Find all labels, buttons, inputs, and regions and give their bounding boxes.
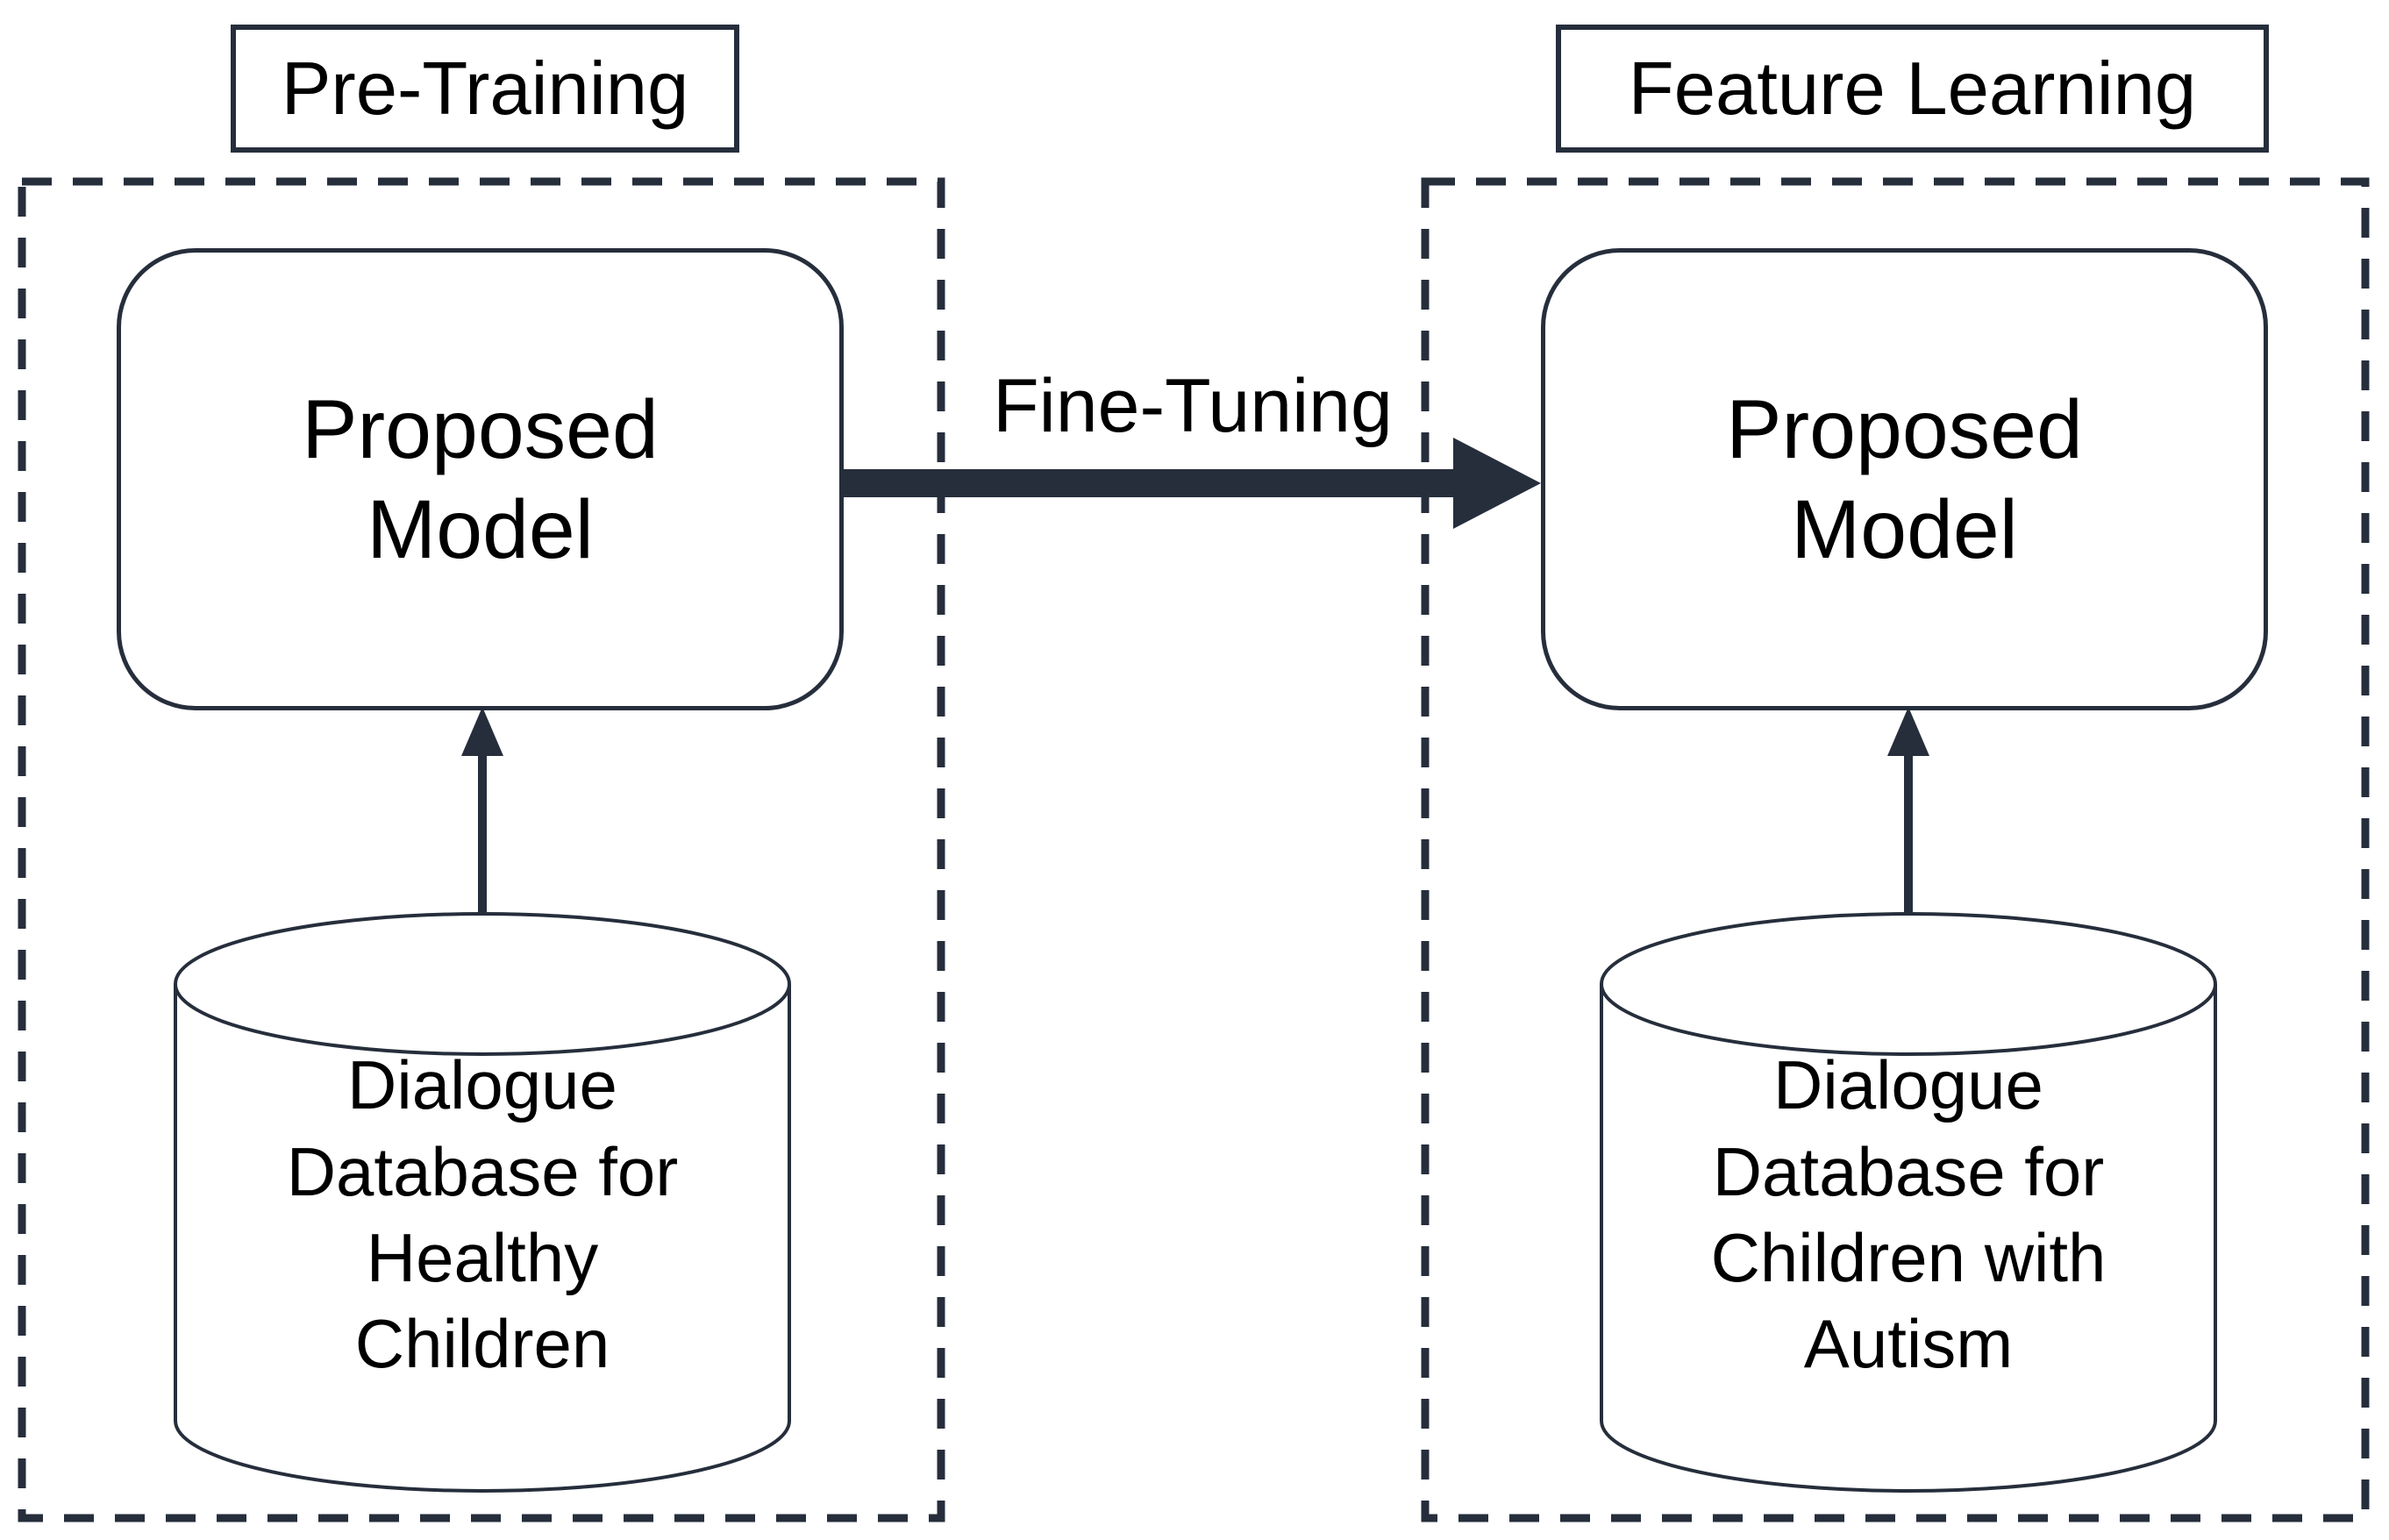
database-label-line: Healthy bbox=[366, 1219, 599, 1296]
model-box-feature-learning: Proposed Model bbox=[1541, 248, 2268, 710]
upward-arrow-right bbox=[1887, 707, 1929, 914]
model-label-line: Proposed bbox=[302, 382, 659, 476]
pretraining-dashed-container bbox=[18, 177, 945, 1522]
database-label-line: Database for bbox=[286, 1132, 679, 1210]
database-label-line: Children bbox=[354, 1305, 610, 1383]
fine-tuning-label-text: Fine-Tuning bbox=[993, 363, 1393, 448]
database-label-line: Autism bbox=[1803, 1305, 2014, 1383]
model-label-line: Proposed bbox=[1726, 382, 2083, 476]
database-cylinder-left bbox=[174, 912, 791, 1493]
model-label-line: Model bbox=[367, 482, 594, 576]
stage-label-pretraining-text: Pre-Training bbox=[281, 46, 689, 131]
database-label-line: Dialogue bbox=[347, 1046, 617, 1124]
feature-learning-dashed-container bbox=[1421, 177, 2370, 1522]
upward-arrow-left bbox=[461, 707, 503, 914]
database-label-line: Children with bbox=[1710, 1219, 2107, 1296]
model-box-pretraining: Proposed Model bbox=[117, 248, 844, 710]
fine-tuning-arrow bbox=[844, 438, 1541, 529]
database-label-line: Database for bbox=[1712, 1132, 2105, 1210]
database-label-line: Dialogue bbox=[1773, 1046, 2043, 1124]
database-cylinder-right bbox=[1600, 912, 2217, 1493]
fine-tuning-label: Fine-Tuning bbox=[952, 355, 1434, 456]
database-label-pretraining: Dialogue Database for Healthy Children bbox=[184, 1009, 781, 1421]
stage-label-feature-learning: Feature Learning bbox=[1556, 25, 2269, 153]
stage-label-feature-learning-text: Feature Learning bbox=[1628, 46, 2197, 131]
database-label-feature-learning: Dialogue Database for Children with Auti… bbox=[1610, 1009, 2207, 1421]
stage-label-pretraining: Pre-Training bbox=[231, 25, 739, 153]
model-label-line: Model bbox=[1791, 482, 2018, 576]
